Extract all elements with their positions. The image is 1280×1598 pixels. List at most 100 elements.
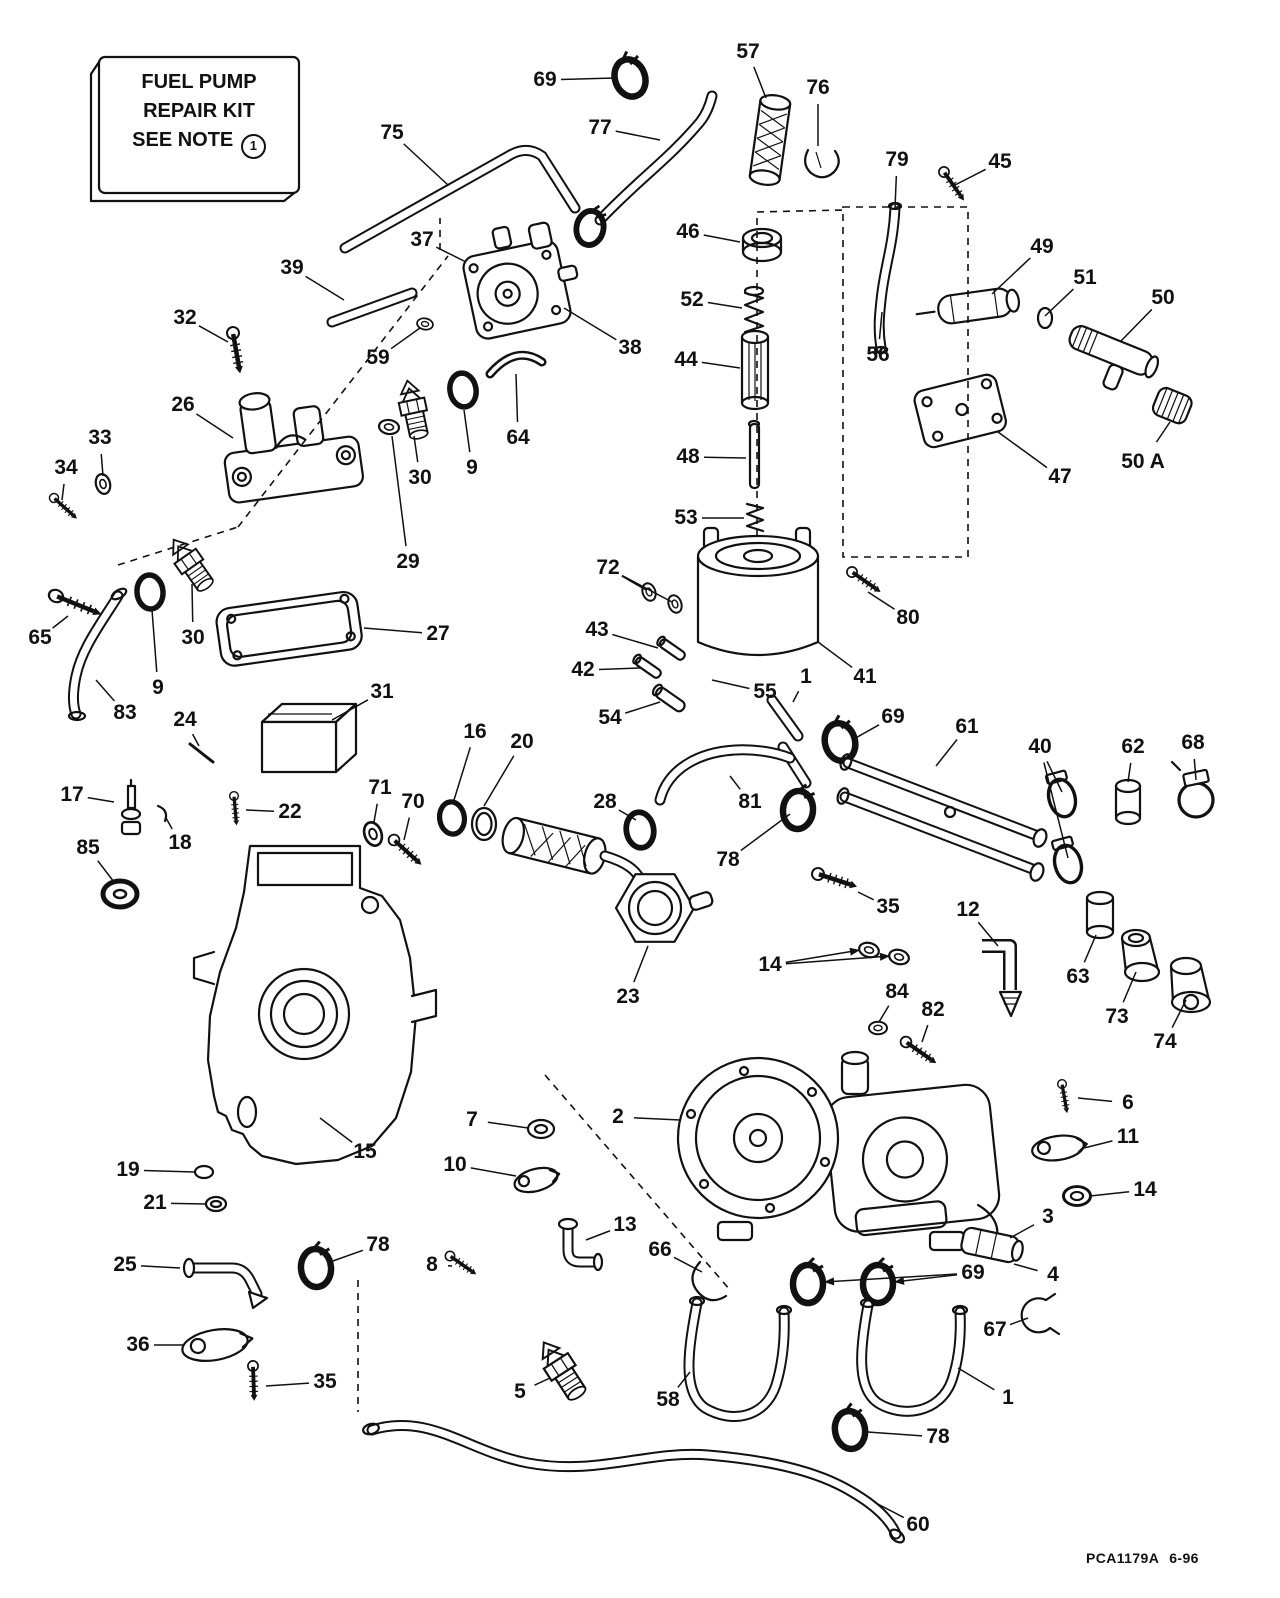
sleeve-63: [1085, 890, 1115, 940]
filter-tube-44: [740, 329, 770, 411]
leader-line: [265, 1382, 310, 1387]
screw-35-left: [245, 1358, 262, 1403]
leader-line: [1122, 971, 1137, 1003]
leader-line: [195, 413, 234, 439]
leader-line: [170, 1202, 207, 1205]
leader-line: [1193, 758, 1197, 781]
filter-element-23: [501, 816, 607, 875]
leader-line: [305, 275, 345, 301]
leader-line: [785, 955, 891, 965]
tube-54: [651, 683, 686, 713]
alignment-dashed-lines: [117, 206, 969, 1412]
leader-line: [363, 627, 423, 634]
leader-line: [470, 1167, 517, 1177]
leader-line: [1083, 1140, 1113, 1149]
clip-76: [804, 148, 840, 179]
leader-line: [245, 809, 275, 813]
leader-arrowhead: [879, 952, 890, 961]
hose-clamp-78-bottom: [831, 1402, 868, 1452]
leader-line: [1127, 762, 1132, 783]
leader-line: [319, 1117, 353, 1143]
leader-line: [977, 921, 999, 947]
leader-line: [1009, 1224, 1035, 1239]
screw-22: [227, 789, 243, 828]
leader-line: [1043, 762, 1069, 859]
elbow-fitting-12: [982, 939, 1023, 1018]
elbow-fitting-13: [557, 1217, 604, 1272]
leader-line: [878, 1005, 890, 1023]
screw-82: [898, 1034, 939, 1067]
leader-line: [95, 679, 116, 702]
leader-line: [729, 775, 741, 790]
leader-line: [894, 175, 898, 209]
leader-line: [935, 739, 958, 767]
hose-clamp-78-mid: [781, 783, 815, 830]
leader-line: [785, 949, 861, 964]
leader-line: [403, 143, 449, 186]
leader-line: [515, 373, 519, 423]
washer-7: [526, 1118, 556, 1140]
washer-84: [868, 1020, 888, 1036]
leader-line: [701, 361, 741, 369]
leader-line: [198, 325, 229, 343]
note-line-2: REPAIR KIT: [143, 100, 255, 122]
fuel-hose-77: [594, 90, 718, 226]
leader-line: [373, 803, 378, 823]
oring-72-b: [665, 592, 685, 616]
screw-34: [45, 489, 82, 524]
sleeve-62: [1114, 778, 1142, 826]
oring-51: [1036, 306, 1054, 330]
leader-line: [1044, 288, 1074, 317]
leader-line: [711, 679, 750, 690]
leader-line: [1046, 761, 1063, 793]
leader-line: [1171, 999, 1187, 1029]
oring-21: [204, 1195, 228, 1213]
part-code: PCA1179A: [1086, 1550, 1160, 1566]
leader-line: [1083, 934, 1097, 963]
barb-fitting-30-left: [161, 531, 220, 597]
fuel-hose-81: [654, 744, 796, 806]
leader-line: [873, 1501, 905, 1519]
cover-box-31: [260, 702, 358, 774]
bracket-15: [192, 844, 438, 1166]
connector-73: [1120, 928, 1161, 983]
leader-line: [621, 575, 647, 591]
leader-line: [991, 257, 1031, 295]
fuel-hose-58: [683, 1295, 793, 1422]
leader-line: [1155, 421, 1171, 443]
leader-line: [753, 66, 767, 99]
fuel-hose-56-79: [873, 201, 903, 355]
leader-line: [893, 1274, 958, 1283]
leader-arrowhead: [849, 947, 860, 956]
leader-line: [633, 1117, 681, 1121]
leader-line: [703, 456, 747, 459]
grommet-46: [741, 227, 783, 263]
hose-clamp-40-b: [1050, 835, 1084, 885]
leader-line: [867, 1431, 923, 1437]
leader-line: [391, 435, 407, 547]
leader-line: [615, 130, 661, 141]
note-number-circle: 1: [240, 133, 266, 159]
clamp-plate-10: [513, 1166, 561, 1194]
leader-line: [997, 431, 1048, 469]
leader-line: [191, 733, 200, 747]
oring-19: [193, 1164, 215, 1180]
screw-8: [441, 1247, 481, 1280]
worm-clamp-68: [1170, 760, 1215, 819]
leader-line: [100, 453, 104, 477]
leader-line: [563, 307, 617, 341]
leader-line: [1009, 1317, 1029, 1326]
leader-line: [1077, 1097, 1113, 1103]
leader-line: [585, 1230, 611, 1241]
leader-line: [740, 813, 791, 852]
leader-line: [1119, 308, 1153, 343]
fuel-hose-1-upper: [766, 694, 812, 789]
washer-14-right: [1062, 1185, 1092, 1207]
spring-52: [743, 285, 765, 334]
leader-line: [191, 583, 194, 623]
fitting-43: [656, 635, 686, 661]
retainer-clip-67: [1020, 1292, 1061, 1336]
clamp-plate-11: [1031, 1134, 1088, 1162]
